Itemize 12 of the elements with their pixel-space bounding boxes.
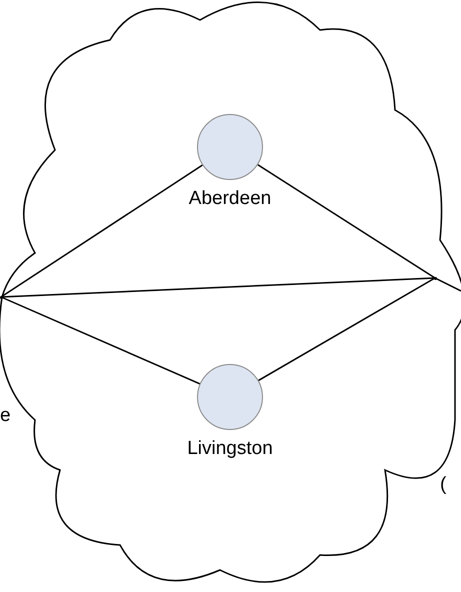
connector-line bbox=[0, 277, 436, 298]
node-label: Aberdeen bbox=[188, 188, 272, 210]
connector-line bbox=[257, 164, 436, 279]
partial-label: ( bbox=[440, 474, 446, 496]
partial-label: e bbox=[0, 405, 11, 427]
junction-point bbox=[434, 276, 436, 280]
connector-line bbox=[258, 277, 436, 382]
connector-line bbox=[0, 296, 200, 384]
node-label: Livingston bbox=[187, 438, 273, 460]
junction-point bbox=[0, 296, 2, 298]
connector-line bbox=[0, 164, 203, 298]
connector-line bbox=[434, 277, 461, 292]
